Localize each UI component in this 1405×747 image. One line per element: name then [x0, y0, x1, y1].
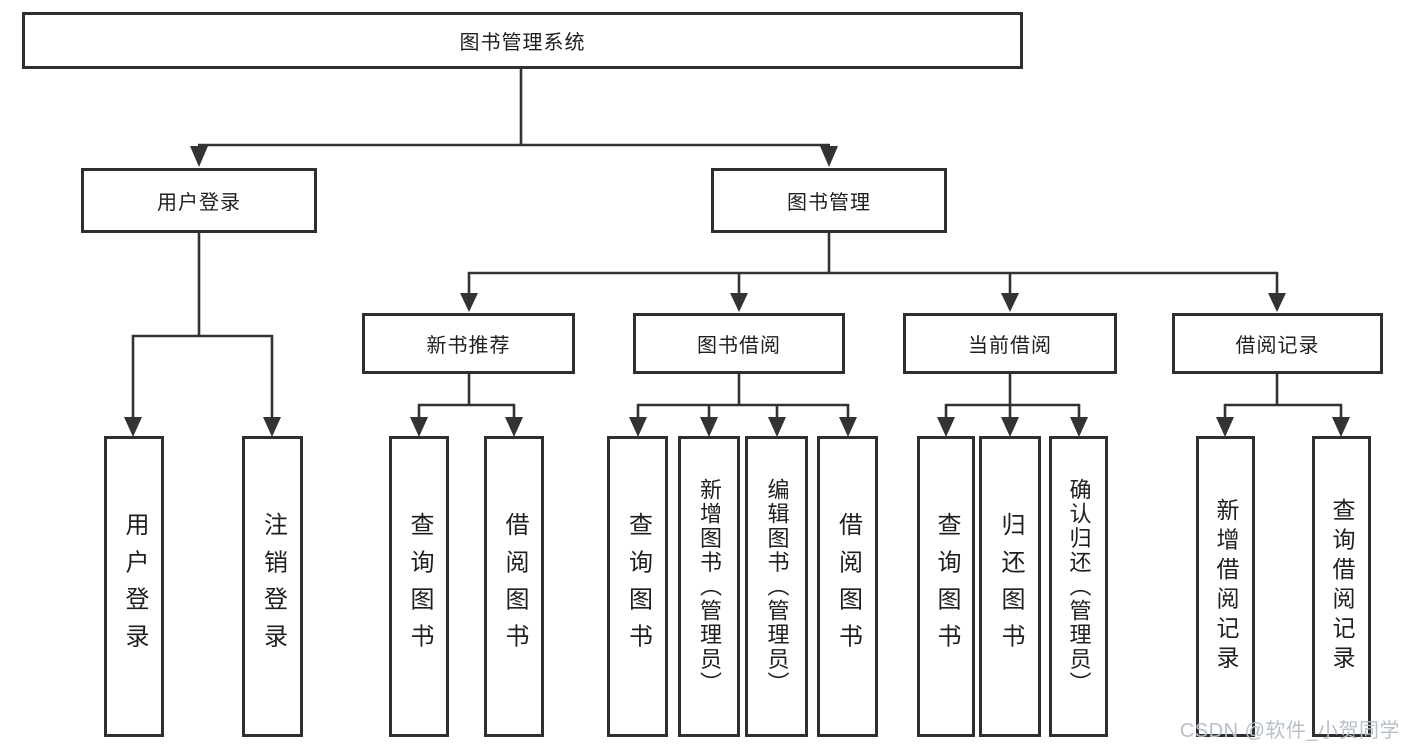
- node-new-book-recommend: 新书推荐: [362, 313, 575, 374]
- leaf-record-add-label: 新增借阅记录: [1213, 498, 1239, 675]
- leaf-borrow-add-book-label: 新增图书（管理员）: [697, 477, 722, 696]
- node-root: 图书管理系统: [22, 12, 1023, 69]
- node-user-login-label: 用户登录: [157, 192, 241, 214]
- node-root-label: 图书管理系统: [459, 32, 586, 54]
- leaf-current-query: 查询图书: [917, 436, 975, 737]
- leaf-record-query-label: 查询借阅记录: [1329, 498, 1355, 675]
- leaf-newbook-query: 查询图书: [389, 436, 449, 737]
- leaf-user-login-label: 用户登录: [121, 512, 148, 661]
- leaf-borrow-borrow-book-label: 借阅图书: [834, 512, 862, 661]
- leaf-logout: 注销登录: [242, 436, 303, 737]
- node-current-borrow-label: 当前借阅: [968, 335, 1052, 357]
- node-user-login: 用户登录: [81, 168, 317, 233]
- leaf-current-return: 归还图书: [979, 436, 1041, 737]
- leaf-record-add: 新增借阅记录: [1196, 436, 1255, 737]
- leaf-newbook-borrow-label: 借阅图书: [501, 512, 528, 661]
- node-borrow-record: 借阅记录: [1172, 313, 1383, 374]
- leaf-borrow-borrow-book: 借阅图书: [817, 436, 878, 737]
- leaf-newbook-query-label: 查询图书: [406, 512, 433, 661]
- leaf-current-confirm-return: 确认归还（管理员）: [1049, 436, 1108, 737]
- node-book-borrow-label: 图书借阅: [697, 335, 781, 357]
- leaf-record-query: 查询借阅记录: [1312, 436, 1371, 737]
- node-book-management-label: 图书管理: [787, 192, 871, 214]
- leaf-logout-label: 注销登录: [259, 512, 287, 661]
- leaf-borrow-edit-book: 编辑图书（管理员）: [745, 436, 808, 737]
- node-current-borrow: 当前借阅: [903, 313, 1117, 374]
- leaf-current-query-label: 查询图书: [933, 512, 960, 661]
- node-book-borrow: 图书借阅: [633, 313, 845, 374]
- leaf-user-login: 用户登录: [104, 436, 164, 737]
- leaf-current-confirm-return-label: 确认归还（管理员）: [1066, 477, 1092, 696]
- leaf-borrow-add-book: 新增图书（管理员）: [678, 436, 740, 737]
- leaf-borrow-query: 查询图书: [607, 436, 668, 737]
- leaf-current-return-label: 归还图书: [997, 512, 1024, 661]
- node-book-management: 图书管理: [711, 168, 947, 233]
- leaf-newbook-borrow: 借阅图书: [484, 436, 544, 737]
- node-borrow-record-label: 借阅记录: [1235, 335, 1320, 357]
- leaf-borrow-query-label: 查询图书: [624, 512, 652, 661]
- leaf-borrow-edit-book-label: 编辑图书（管理员）: [764, 477, 790, 696]
- csdn-watermark: CSDN @软件_小贺同学: [1179, 720, 1400, 742]
- node-new-book-recommend-label: 新书推荐: [426, 335, 511, 357]
